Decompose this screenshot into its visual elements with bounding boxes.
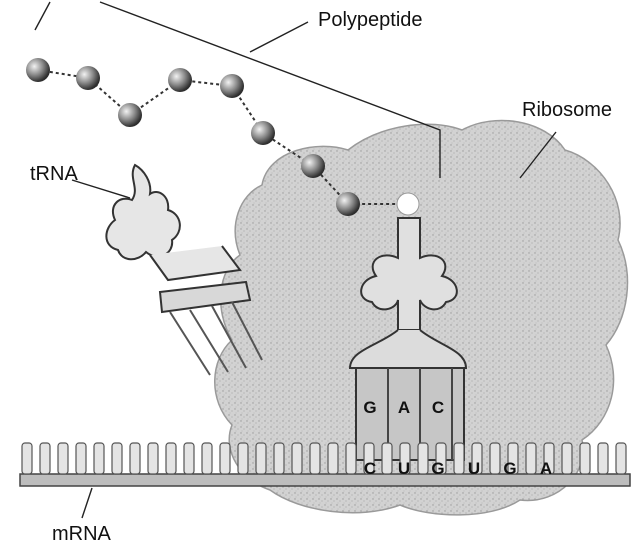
- mrna-base: [130, 443, 140, 474]
- anticodon-base: A: [398, 398, 410, 417]
- polypeptide-label: Polypeptide: [318, 9, 423, 31]
- codon-base: G: [431, 459, 444, 478]
- mrna-base: [310, 443, 320, 474]
- mrna-base: [490, 443, 500, 474]
- amino-acid: [251, 121, 275, 145]
- mrna-base: [382, 443, 392, 474]
- mrna-label: mRNA: [52, 523, 112, 545]
- amino-acid: [76, 66, 100, 90]
- amino-acid: [26, 58, 50, 82]
- mrna-base: [184, 443, 194, 474]
- amino-acid: [301, 154, 325, 178]
- anticodon-base: C: [432, 398, 444, 417]
- mrna-base: [166, 443, 176, 474]
- mrna-base: [94, 443, 104, 474]
- mrna-base: [58, 443, 68, 474]
- codon-base: U: [468, 459, 480, 478]
- codon-base: G: [503, 459, 516, 478]
- mrna-base: [616, 443, 626, 474]
- anticodon-base: G: [363, 398, 376, 417]
- mrna-base: [292, 443, 302, 474]
- mrna-base: [346, 443, 356, 474]
- ribosome-label: Ribosome: [522, 99, 612, 121]
- mrna-base: [454, 443, 464, 474]
- mrna-base: [274, 443, 284, 474]
- mrna-base: [526, 443, 536, 474]
- amino-acid: [168, 68, 192, 92]
- attaching-amino-acid: [397, 193, 419, 215]
- codon-base: C: [364, 459, 376, 478]
- mrna-base: [256, 443, 266, 474]
- mrna-base: [22, 443, 32, 474]
- mrna-base: [580, 443, 590, 474]
- codon-base: A: [540, 459, 552, 478]
- amino-acid: [118, 103, 142, 127]
- mrna-base: [112, 443, 122, 474]
- mrna-base: [220, 443, 230, 474]
- mrna-base: [328, 443, 338, 474]
- mrna-base: [148, 443, 158, 474]
- mrna-base: [418, 443, 428, 474]
- mrna-base: [76, 443, 86, 474]
- amino-acid: [336, 192, 360, 216]
- amino-acid: [220, 74, 244, 98]
- mrna-base: [238, 443, 248, 474]
- trna-label: tRNA: [30, 163, 78, 185]
- mrna-base: [40, 443, 50, 474]
- mrna-base: [202, 443, 212, 474]
- mrna-base: [562, 443, 572, 474]
- mrna-base: [598, 443, 608, 474]
- codon-base: U: [398, 459, 410, 478]
